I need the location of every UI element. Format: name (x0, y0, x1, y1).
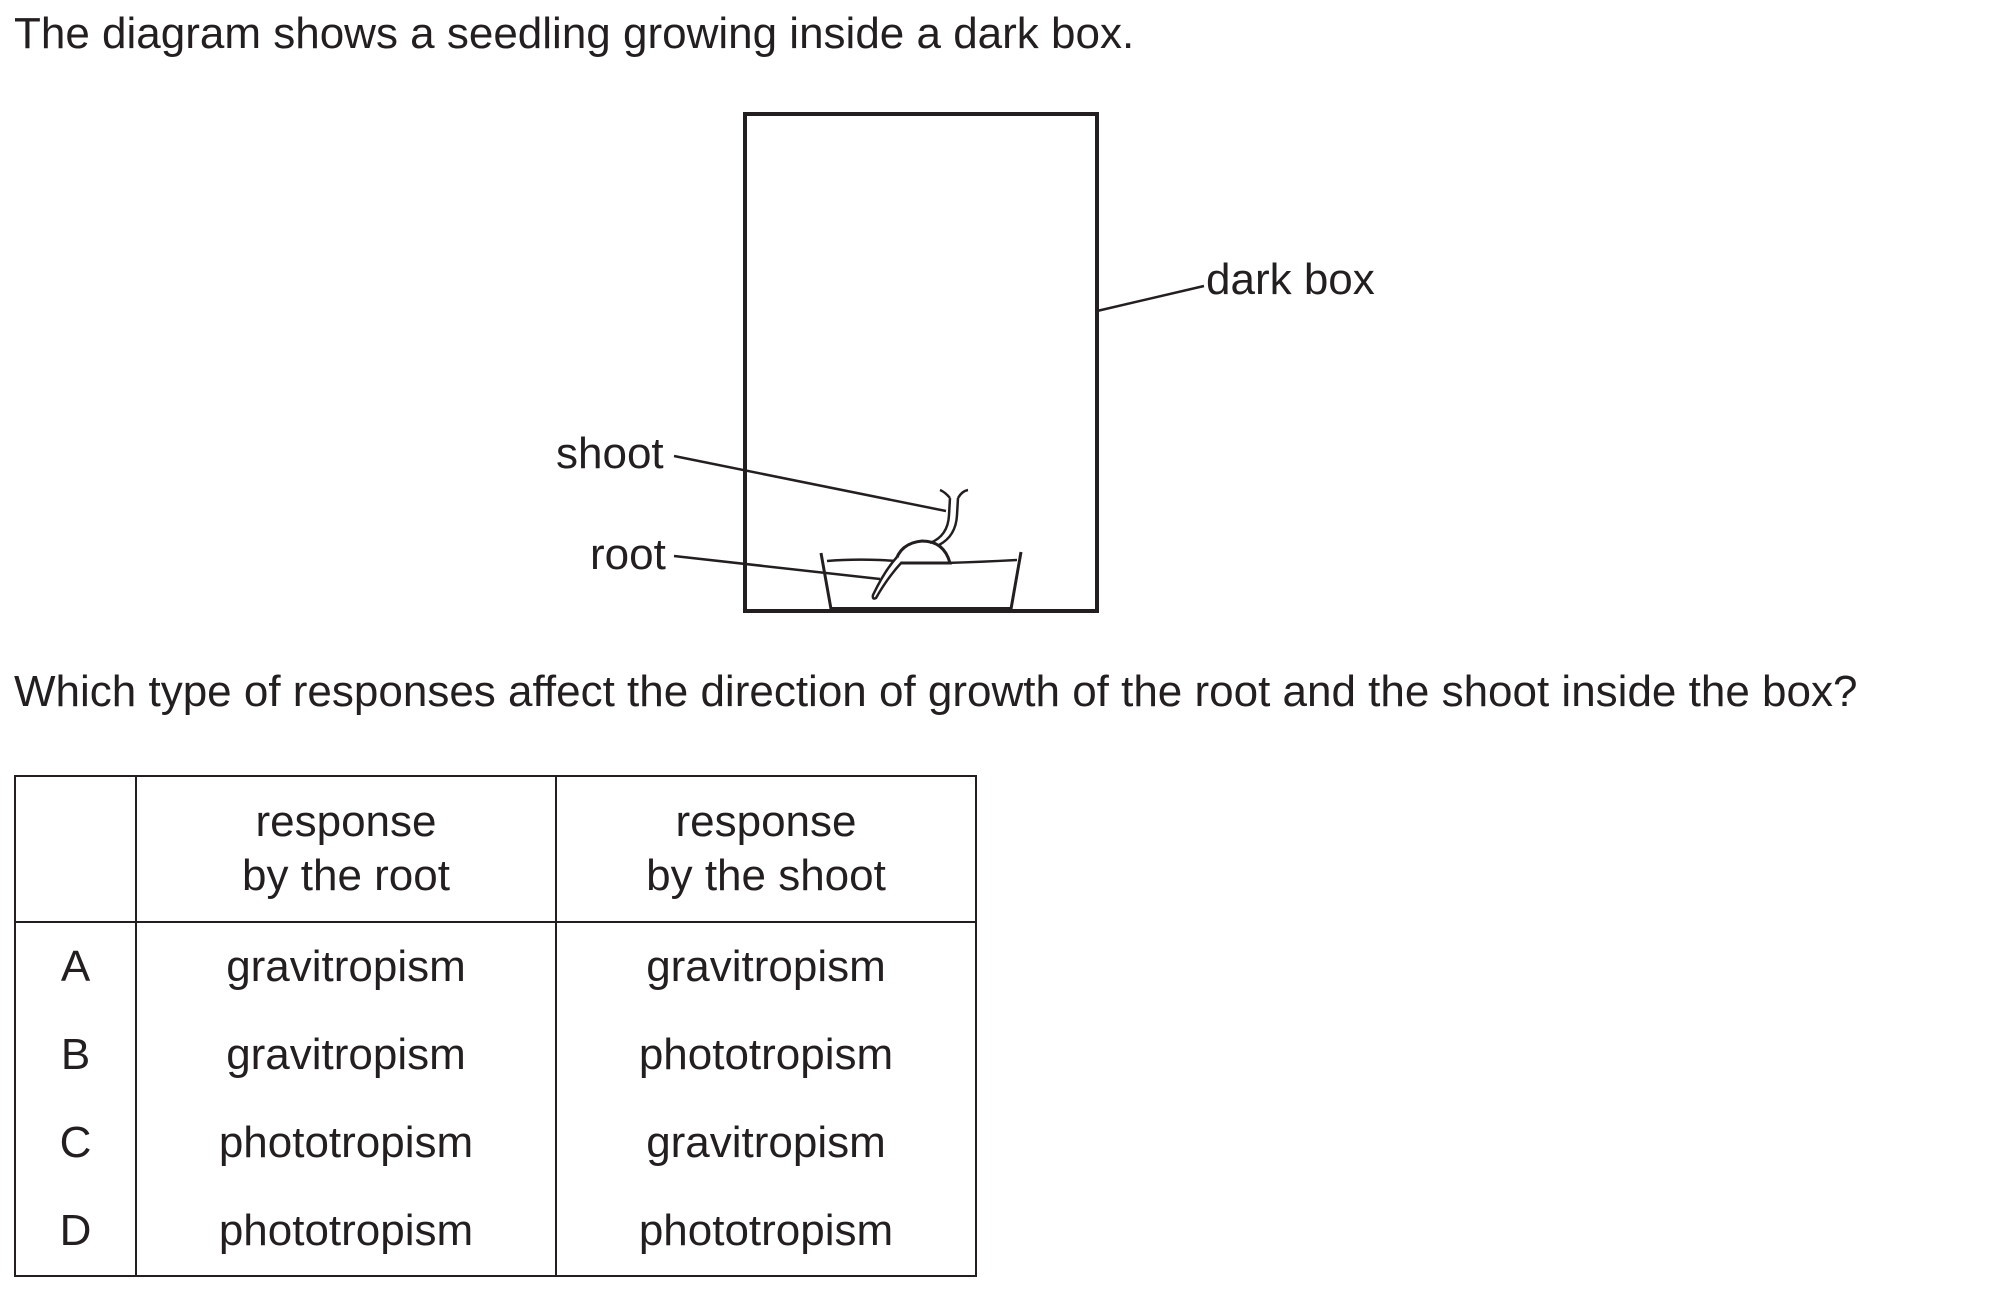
header-root: response by the root (135, 776, 556, 923)
question-text: Which type of responses affect the direc… (14, 667, 1858, 716)
header-root-line1: response (255, 797, 437, 846)
shoot-response-cell: phototropism (555, 1187, 976, 1276)
table-row: B gravitropism phototropism (15, 1011, 976, 1099)
shoot-leader-line (673, 454, 947, 513)
header-shoot-line2: by the shoot (646, 851, 886, 900)
table-row: D phototropism phototropism (15, 1187, 976, 1276)
shoot (929, 488, 969, 547)
table-row: A gravitropism gravitropism (15, 922, 976, 1011)
header-shoot: response by the shoot (555, 776, 976, 923)
root (871, 556, 903, 600)
answer-table: response by the root response by the sho… (14, 775, 977, 1277)
option-letter[interactable]: A (60, 942, 91, 991)
root-response-cell: gravitropism (135, 922, 556, 1011)
header-root-line2: by the root (242, 851, 450, 900)
option-letter[interactable]: C (59, 1118, 92, 1167)
shoot-response-cell: gravitropism (555, 1099, 976, 1187)
option-letter[interactable]: D (59, 1206, 92, 1255)
header-shoot-line1: response (675, 797, 857, 846)
dark-box-outline (743, 112, 1099, 613)
dark-box-leader-line (1096, 284, 1205, 313)
table-row: C phototropism gravitropism (15, 1099, 976, 1187)
intro-text: The diagram shows a seedling growing ins… (14, 9, 1135, 58)
root-leader-line (673, 554, 881, 581)
seedling-diagram: dark box shoot root (556, 112, 1375, 613)
shoot-label: shoot (556, 429, 664, 478)
root-response-cell: phototropism (135, 1099, 556, 1187)
shoot-response-cell: gravitropism (555, 922, 976, 1011)
shoot-response-cell: phototropism (555, 1011, 976, 1099)
root-response-cell: gravitropism (135, 1011, 556, 1099)
root-response-cell: phototropism (135, 1187, 556, 1276)
option-letter[interactable]: B (60, 1030, 91, 1079)
header-blank-cell (15, 776, 136, 923)
root-label: root (590, 530, 666, 579)
dark-box-label: dark box (1206, 255, 1375, 304)
table-header-row: response by the root response by the sho… (15, 776, 976, 923)
seed (893, 539, 952, 565)
